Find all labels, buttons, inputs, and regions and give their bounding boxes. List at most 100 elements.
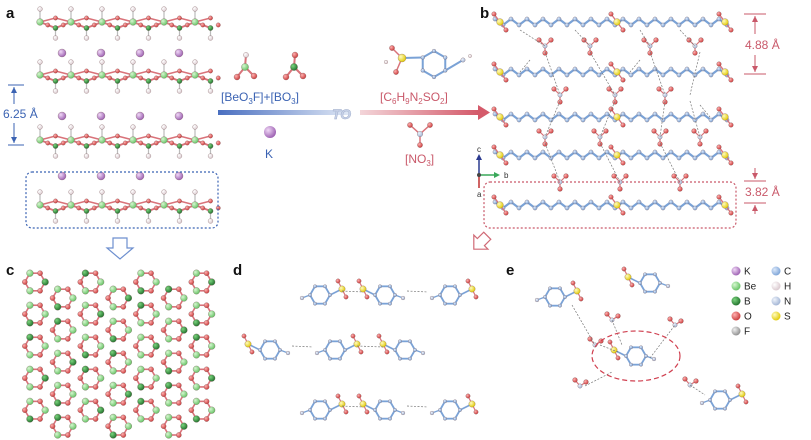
atom-be (180, 358, 188, 366)
hydrogen-bond (599, 100, 616, 138)
atom-o (608, 61, 614, 67)
atom-b (81, 351, 89, 359)
atom-o (169, 140, 175, 146)
atom-o (53, 68, 58, 74)
atom-o (146, 133, 151, 139)
atom-b (165, 367, 173, 375)
atom-c (328, 293, 332, 297)
atom-be (98, 201, 106, 209)
atom-h (130, 124, 136, 130)
atom-be (160, 201, 168, 209)
atom-c (548, 303, 552, 308)
atom-b (207, 143, 214, 149)
atom-o (176, 318, 182, 325)
atom-c (643, 289, 647, 294)
atom-c (580, 72, 586, 78)
atom-c (564, 22, 570, 28)
atom-o (76, 140, 82, 146)
hydrogen-bond (291, 345, 314, 348)
atom-o (160, 359, 167, 365)
atom-h (145, 153, 152, 159)
atom-s (244, 340, 252, 348)
atom-c (638, 281, 642, 285)
atom-h (68, 124, 74, 130)
atom-o (76, 22, 82, 28)
atom-c (636, 149, 642, 155)
atom-o (49, 423, 56, 429)
atom-o (641, 37, 647, 43)
atom-be (192, 287, 200, 295)
atom-h (99, 124, 105, 130)
atom-be (165, 303, 173, 311)
atom-c (516, 117, 522, 123)
atom-c (639, 362, 643, 367)
atom-b (152, 342, 160, 350)
atom-c (708, 22, 714, 28)
atom-c (572, 16, 578, 22)
atom-be (54, 349, 62, 357)
atom-o (629, 282, 635, 288)
atom-be (81, 383, 89, 391)
atom-o (65, 414, 71, 421)
atom-h (384, 60, 388, 64)
atom-n (285, 350, 291, 356)
atom-o (115, 198, 120, 204)
atom-c (652, 149, 658, 155)
atom-h (37, 59, 43, 65)
atom-o (335, 278, 341, 284)
atom-s (613, 68, 621, 76)
atom-be (152, 374, 160, 382)
atom-o (591, 128, 597, 134)
atom-o (728, 77, 734, 83)
atom-o (146, 68, 151, 74)
atom-c (660, 22, 666, 28)
panel-d-cation-network (241, 278, 479, 421)
atom-o (120, 304, 127, 310)
atom-b (97, 310, 105, 318)
atom-o (551, 173, 557, 179)
atom-n (299, 295, 305, 301)
atom-c (700, 111, 706, 117)
atom-o (548, 128, 554, 134)
atom-be (26, 397, 34, 405)
atom-be (192, 301, 200, 309)
legend-item-k: K (731, 266, 751, 278)
legend-item-f: F (731, 326, 750, 338)
atom-o (77, 279, 84, 285)
atom-s (496, 151, 504, 159)
atom-c (660, 155, 666, 161)
atom-s (496, 68, 504, 76)
atom-c (443, 284, 447, 289)
atom-b (137, 397, 145, 405)
atom-c (516, 22, 522, 28)
atom-c (620, 66, 626, 72)
atom-c (508, 16, 514, 22)
atom-c (629, 362, 633, 367)
atom-o (728, 210, 734, 216)
atom-h (192, 59, 198, 65)
atom-o (84, 68, 89, 74)
atom-c (524, 149, 530, 155)
atom-o (120, 382, 127, 389)
atom-o (105, 327, 111, 333)
atom-o (37, 334, 43, 341)
atom-s (353, 340, 361, 348)
atom-o (22, 311, 28, 317)
atom-b (109, 335, 117, 343)
atom-c (628, 22, 634, 28)
atom-o (169, 205, 175, 211)
atom-o (716, 61, 722, 67)
atom-c (278, 348, 282, 352)
atom-c (388, 399, 392, 404)
atom-be (241, 63, 249, 71)
atom-c (580, 205, 586, 211)
atom-o (92, 288, 99, 294)
atom-c (532, 205, 538, 211)
spacing-label-top: 4.88 Å (745, 37, 780, 52)
atom-b (54, 399, 62, 407)
atom-o (160, 423, 167, 429)
hydrogen-bond (574, 29, 591, 47)
atom-c (378, 301, 382, 306)
atom-be (26, 383, 34, 391)
atom-o (593, 37, 599, 43)
